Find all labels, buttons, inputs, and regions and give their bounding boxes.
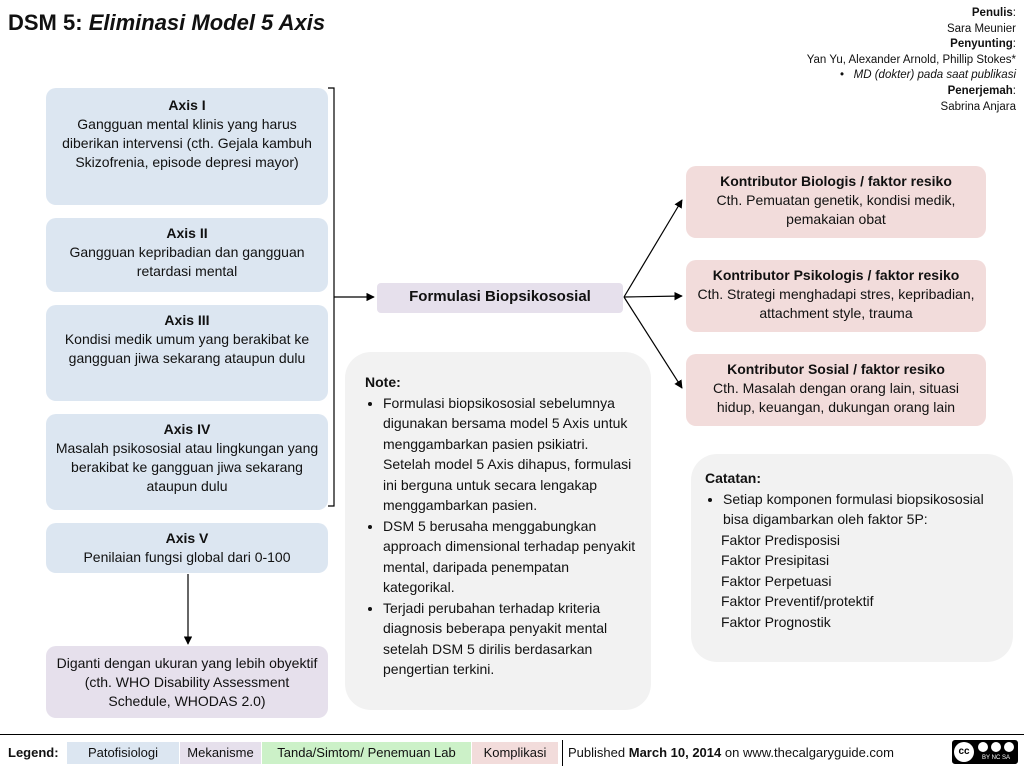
- sa-icon: [1004, 742, 1014, 752]
- note-list: Formulasi biopsikososial sebelumnya digu…: [365, 393, 637, 680]
- note-heading: Note:: [365, 374, 401, 390]
- nc-icon: [991, 742, 1001, 752]
- axis-2-text: Gangguan kepribadian dan gangguan retard…: [69, 244, 305, 279]
- writer-label: Penulis: [971, 7, 1013, 19]
- arrow-to-psychologic: [623, 291, 683, 301]
- axis-4-heading: Axis IV: [163, 421, 211, 437]
- published-prefix: Published: [568, 745, 626, 760]
- editor-label: Penyunting: [950, 38, 1013, 51]
- axis-2-heading: Axis II: [166, 225, 208, 241]
- editor-names: Yan Yu, Alexander Arnold, Phillip Stokes…: [806, 53, 1016, 66]
- page-title: DSM 5: Eliminasi Model 5 Axis: [8, 10, 325, 36]
- catatan-heading: Catatan:: [705, 470, 762, 486]
- axis-4-box: Axis IV Masalah psikososial atau lingkun…: [46, 414, 328, 510]
- catatan-bubble: Catatan: Setiap komponen formulasi biops…: [691, 454, 1013, 662]
- axis-3-heading: Axis III: [164, 312, 210, 328]
- editor-note: • MD (dokter) pada saat publikasi: [840, 69, 1016, 82]
- axis-bracket: [328, 87, 335, 507]
- contributor-biologic-box: Kontributor Biologis / faktor resiko Cth…: [686, 166, 986, 238]
- arrow-to-biologic: [623, 199, 683, 298]
- formulation-title: Formulasi Biopsikososial: [409, 288, 591, 305]
- catatan-item-5: Faktor Prognostik: [721, 613, 831, 630]
- catatan-item-4: Faktor Preventif/protektif: [721, 593, 874, 609]
- legend-bar: Legend: Patofisiologi Mekanisme Tanda/Si…: [0, 734, 1024, 768]
- cc-license-badge: cc BY NC SA: [952, 740, 1018, 764]
- cc-icon: cc: [954, 742, 974, 762]
- contributor-social-heading: Kontributor Sosial / faktor resiko: [727, 361, 945, 377]
- published-line: Published March 10, 2014 on www.thecalga…: [568, 742, 938, 764]
- by-icon: [978, 742, 988, 752]
- published-date: March 10, 2014: [628, 745, 722, 760]
- replacement-box: Diganti dengan ukuran yang lebih obyekti…: [46, 646, 328, 718]
- axis-4-text: Masalah psikososial atau lingkungan yang…: [55, 440, 319, 494]
- axis-5-heading: Axis V: [165, 530, 209, 546]
- translator-name: Sabrina Anjara: [940, 100, 1016, 113]
- arrow-to-social: [623, 296, 683, 389]
- note-bullet-2: DSM 5 berusaha menggabungkan approach di…: [383, 516, 637, 598]
- catatan-items: Faktor Predisposisi Faktor Presipitasi F…: [705, 530, 1001, 633]
- contributor-biologic-heading: Kontributor Biologis / faktor resiko: [720, 173, 952, 189]
- axis-5-box: Axis V Penilaian fungsi global dari 0-10…: [46, 523, 328, 573]
- legend-item-tanda: Tanda/Simtom/ Penemuan Lab: [262, 742, 471, 764]
- axis-1-heading: Axis I: [168, 97, 206, 113]
- formulation-box: Formulasi Biopsikososial: [377, 283, 623, 313]
- axis-3-text: Kondisi medik umum yang berakibat ke gan…: [64, 331, 310, 366]
- catatan-item-2: Faktor Presipitasi: [721, 552, 830, 568]
- authors-block: Penulis: Sara Meunier Penyunting: Yan Yu…: [716, 6, 1016, 115]
- contributor-social-box: Kontributor Sosial / faktor resiko Cth. …: [686, 354, 986, 426]
- legend-item-mekanisme: Mekanisme: [180, 742, 261, 764]
- contributor-social-text: Cth. Masalah dengan orang lain, situasi …: [713, 380, 959, 415]
- axis-5-text: Penilaian fungsi global dari 0-100: [83, 549, 291, 565]
- contributor-psychologic-box: Kontributor Psikologis / faktor resiko C…: [686, 260, 986, 332]
- contributor-psychologic-text: Cth. Strategi menghadapi stres, kepribad…: [697, 286, 975, 321]
- catatan-bullet: Setiap komponen formulasi biopsikososial…: [723, 489, 1001, 530]
- license-terms: BY NC SA: [982, 755, 1010, 761]
- translator-label: Penerjemah: [947, 84, 1013, 97]
- legend-label: Legend:: [8, 745, 59, 760]
- legend-item-komplikasi: Komplikasi: [472, 742, 558, 764]
- legend-item-patofisiologi: Patofisiologi: [67, 742, 179, 764]
- note-bullet-1: Formulasi biopsikososial sebelumnya digu…: [383, 393, 637, 516]
- axis-2-box: Axis II Gangguan kepribadian dan ganggua…: [46, 218, 328, 292]
- writer-name: Sara Meunier: [946, 22, 1016, 35]
- catatan-list: Setiap komponen formulasi biopsikososial…: [705, 489, 1001, 530]
- published-suffix: on www.thecalgaryguide.com: [724, 745, 894, 760]
- replacement-text: Diganti dengan ukuran yang lebih obyekti…: [56, 655, 318, 709]
- axis-1-box: Axis I Gangguan mental klinis yang harus…: [46, 88, 328, 205]
- contributor-psychologic-heading: Kontributor Psikologis / faktor resiko: [712, 267, 960, 283]
- note-bullet-3: Terjadi perubahan terhadap kriteria diag…: [383, 598, 637, 680]
- title-main: DSM 5:: [8, 10, 83, 35]
- catatan-item-3: Faktor Perpetuasi: [721, 572, 832, 589]
- title-sub: Eliminasi Model 5 Axis: [88, 10, 326, 35]
- axis-3-box: Axis III Kondisi medik umum yang berakib…: [46, 305, 328, 401]
- axis-1-text: Gangguan mental klinis yang harus diberi…: [62, 116, 312, 170]
- note-bubble: Note: Formulasi biopsikososial sebelumny…: [345, 352, 651, 710]
- catatan-item-1: Faktor Predisposisi: [721, 531, 841, 548]
- contributor-biologic-text: Cth. Pemuatan genetik, kondisi medik, pe…: [716, 192, 956, 227]
